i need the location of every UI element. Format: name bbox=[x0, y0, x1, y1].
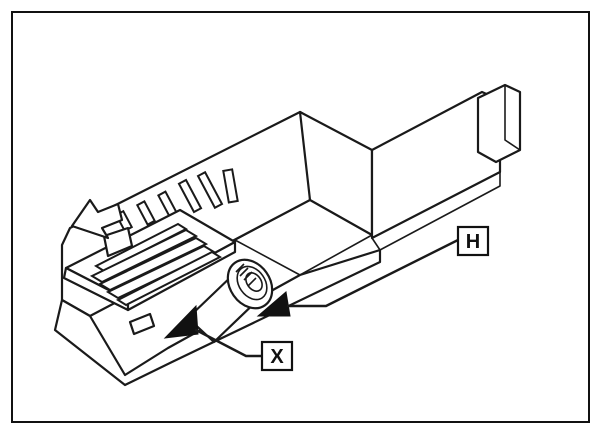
callout-h-label: H bbox=[466, 231, 480, 253]
figure-frame bbox=[11, 11, 590, 423]
leader-line-x bbox=[194, 328, 264, 358]
vent-slot bbox=[222, 168, 239, 204]
vent-slot bbox=[196, 170, 224, 210]
callout-h: H bbox=[456, 225, 490, 257]
leader-line-h bbox=[286, 238, 460, 308]
spring-assembly bbox=[186, 258, 274, 344]
removal-arrow bbox=[70, 198, 124, 240]
callout-x-label: X bbox=[270, 346, 284, 368]
grille-cover bbox=[62, 208, 237, 336]
vent-slot bbox=[135, 200, 157, 226]
vent-slot bbox=[177, 178, 203, 214]
arrow-pointer-x bbox=[163, 304, 199, 339]
arrow-pointer-h bbox=[256, 291, 291, 317]
callout-x: X bbox=[260, 340, 294, 372]
